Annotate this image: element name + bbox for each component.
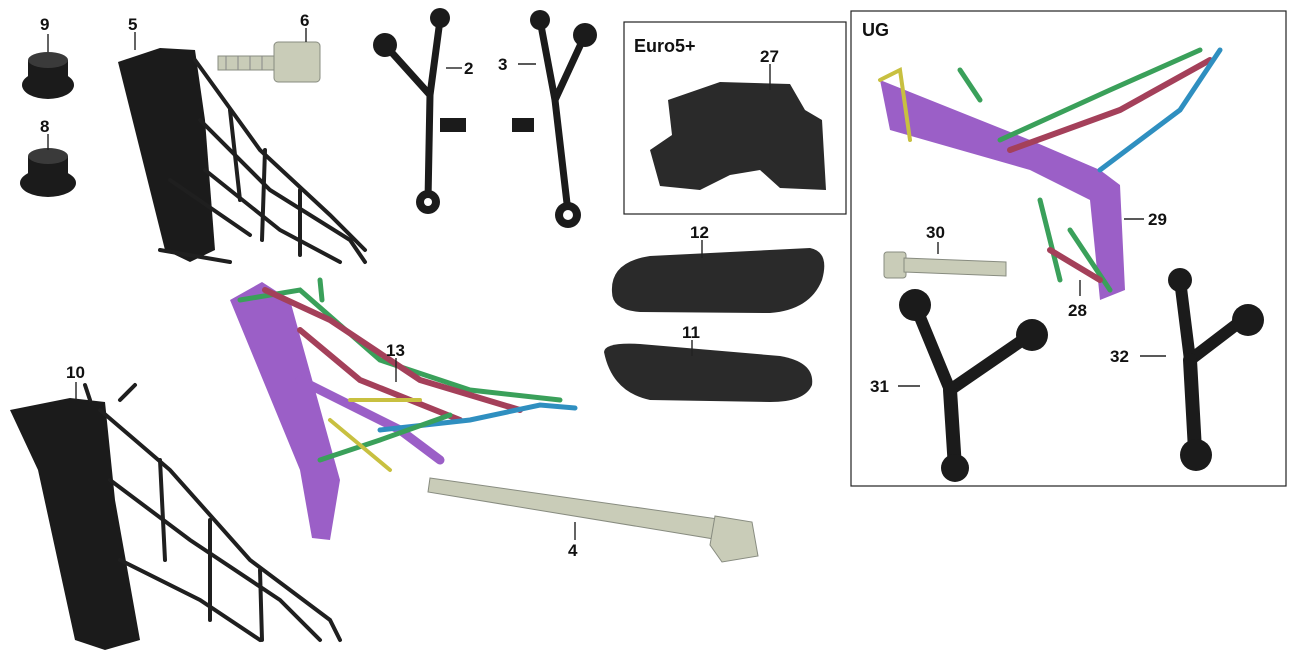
ug-title: UG	[862, 20, 889, 40]
callout-3: 3	[498, 55, 507, 74]
frame-black-5	[118, 48, 365, 262]
long-bolt-4	[428, 478, 758, 562]
callout-29: 29	[1148, 210, 1167, 229]
bracket-3	[512, 10, 597, 228]
bolt-30	[884, 252, 1006, 278]
bracket-2	[373, 8, 466, 214]
callout-9: 9	[40, 15, 49, 34]
callout-31: 31	[870, 377, 889, 396]
bracket-32	[1168, 268, 1264, 471]
ug-box	[851, 11, 1286, 486]
callout-30: 30	[926, 223, 945, 242]
callout-2: 2	[464, 59, 473, 78]
callout-8: 8	[40, 117, 49, 136]
callout-32: 32	[1110, 347, 1129, 366]
bracket-31	[899, 289, 1048, 482]
euro5-title: Euro5+	[634, 36, 696, 56]
callout-12: 12	[690, 223, 709, 242]
callout-6: 6	[300, 11, 309, 30]
heat-shield-27	[650, 82, 826, 190]
callout-10: 10	[66, 363, 85, 382]
grommet-8	[20, 148, 76, 197]
grommet-9	[22, 52, 74, 99]
callout-13: 13	[386, 341, 405, 360]
callout-4: 4	[568, 541, 578, 560]
pad-12	[612, 248, 824, 313]
callout-27: 27	[760, 47, 779, 66]
callout-11: 11	[682, 323, 700, 342]
bolt-6	[218, 42, 320, 82]
callout-28: 28	[1068, 301, 1087, 320]
pad-11	[604, 344, 812, 402]
callout-5: 5	[128, 15, 137, 34]
